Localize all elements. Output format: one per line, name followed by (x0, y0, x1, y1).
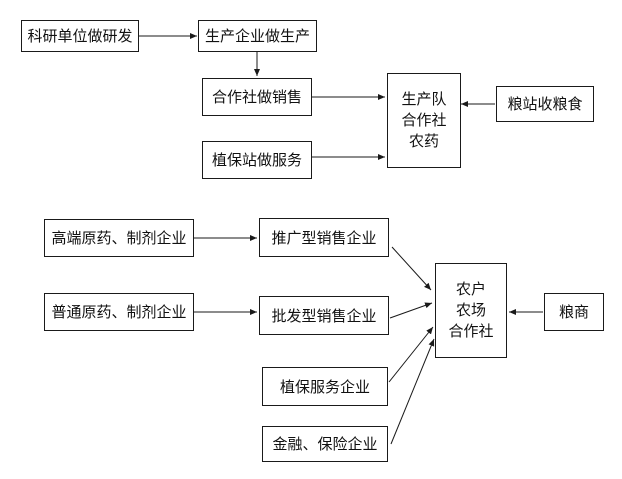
arrow-plant-service-to-farm-coop (388, 326, 434, 383)
plant-protection-station-box: 植保站做服务 (202, 141, 312, 179)
production-team-box: 生产队 合作社 农药 (387, 73, 461, 168)
common-pharma-box: 普通原药、制剂企业 (44, 293, 194, 331)
arrow-finance-to-farm-coop (390, 338, 435, 445)
grain-station-box: 粮站收粮食 (496, 86, 594, 122)
grain-merchant-box: 粮商 (544, 293, 604, 331)
coop-sales-box: 合作社做销售 (202, 78, 312, 116)
research-unit-box: 科研单位做研发 (21, 20, 139, 52)
arrow-wholesale-to-farm-coop (389, 302, 433, 319)
finance-insurance-enterprise-box: 金融、保险企业 (262, 426, 388, 462)
plant-service-enterprise-box: 植保服务企业 (262, 367, 388, 406)
wholesale-sales-enterprise-box: 批发型销售企业 (259, 296, 389, 335)
production-enterprise-box: 生产企业做生产 (198, 20, 317, 52)
arrow-promo-to-farm-coop (391, 246, 432, 291)
high-end-pharma-box: 高端原药、制剂企业 (44, 219, 194, 257)
farm-coop-box: 农户 农场 合作社 (435, 263, 507, 358)
promo-sales-enterprise-box: 推广型销售企业 (259, 218, 389, 257)
